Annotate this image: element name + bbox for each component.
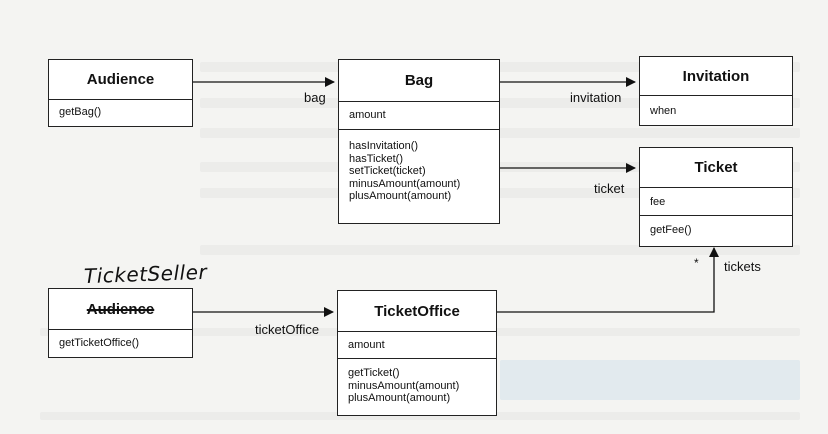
class-name: Audience: [49, 60, 192, 100]
class-name: TicketOffice: [338, 291, 496, 332]
class-ticket: Ticket fee getFee(): [639, 147, 793, 247]
operations: getTicketOffice(): [49, 330, 192, 354]
operations: getTicket() minusAmount(amount) plusAmou…: [338, 359, 496, 409]
bleed-text-line: [200, 62, 800, 72]
operation: minusAmount(amount): [349, 177, 461, 190]
class-ticket-seller: Audience getTicketOffice(): [48, 288, 193, 358]
bleed-text-line: [200, 98, 800, 108]
operation: getTicketOffice(): [59, 337, 140, 349]
operations: getBag(): [49, 100, 192, 123]
operation: plusAmount(amount): [349, 190, 452, 202]
class-ticket-office: TicketOffice amount getTicket() minusAmo…: [337, 290, 497, 416]
attributes: when: [640, 96, 792, 122]
office-to-ticket-arrow: [497, 247, 719, 313]
association-label-ticket-office: ticketOffice: [255, 322, 320, 337]
class-invitation: Invitation when: [639, 56, 793, 126]
association-label-tickets: tickets: [724, 259, 761, 274]
association-label-ticket: ticket: [594, 181, 625, 196]
attribute: fee: [650, 196, 666, 208]
bleed-text-line: [200, 162, 800, 172]
class-name: Ticket: [640, 148, 792, 188]
association-label-invitation: invitation: [570, 90, 622, 105]
operation: hasInvitation(): [349, 140, 419, 152]
operation: getFee(): [650, 224, 692, 236]
operation: plusAmount(amount): [348, 392, 451, 404]
class-name: Invitation: [640, 57, 792, 96]
operation: hasTicket(): [349, 152, 403, 165]
class-audience: Audience getBag(): [48, 59, 193, 127]
bleed-blue-band: [500, 360, 800, 400]
class-name: Bag: [339, 60, 499, 102]
operation: getBag(): [59, 106, 102, 118]
operation: minusAmount(amount): [348, 379, 460, 392]
class-name: Audience: [49, 289, 192, 330]
bleed-text-line: [40, 412, 800, 420]
operations: hasInvitation() hasTicket() setTicket(ti…: [339, 130, 499, 207]
operation: getTicket(): [348, 367, 400, 379]
bleed-text-line: [200, 245, 800, 255]
attribute: amount: [349, 109, 386, 121]
handwritten-class-name: TicketSeller: [83, 259, 208, 289]
attributes: fee: [640, 188, 792, 216]
association-label-bag: bag: [304, 90, 326, 105]
class-bag: Bag amount hasInvitation() hasTicket() s…: [338, 59, 500, 224]
attribute: amount: [348, 339, 385, 351]
attribute: when: [650, 105, 677, 117]
operation: setTicket(ticket): [349, 165, 426, 177]
operations: getFee(): [640, 216, 792, 241]
struck-class-name: Audience: [86, 300, 155, 318]
attributes: amount: [339, 102, 499, 130]
bleed-text-line: [200, 188, 800, 198]
attributes: amount: [338, 332, 496, 359]
bleed-text-line: [200, 128, 800, 138]
multiplicity-label: *: [694, 256, 699, 270]
